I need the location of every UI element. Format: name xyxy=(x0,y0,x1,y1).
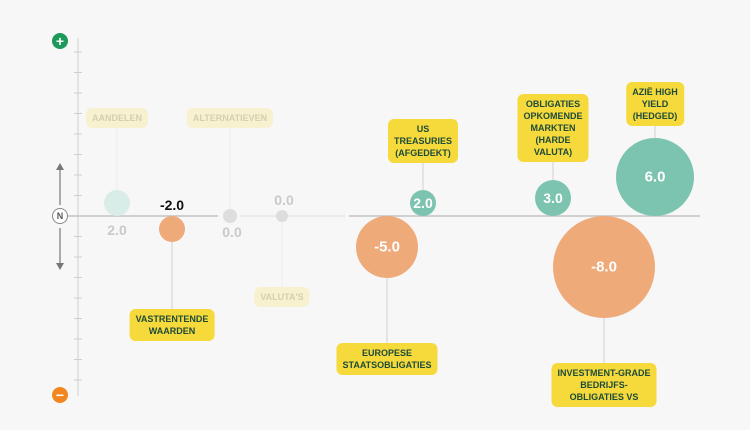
value-label: 3.0 xyxy=(543,190,563,206)
bubble xyxy=(223,209,237,223)
category-label: AZIË HIGH YIELD (HEDGED) xyxy=(626,82,684,126)
category-label: ALTERNATIEVEN xyxy=(186,108,274,128)
value-label: 6.0 xyxy=(644,168,666,186)
down-arrow-icon xyxy=(56,263,64,270)
bubble xyxy=(553,216,655,318)
value-label: -2.0 xyxy=(159,197,185,213)
category-label: AANDELEN xyxy=(85,108,149,128)
category-label: OBLIGATIES OPKOMENDE MARKTEN (HARDE VALU… xyxy=(517,94,589,162)
value-label: 0.0 xyxy=(274,192,294,208)
bubble xyxy=(410,190,436,216)
value-label: 2.0 xyxy=(107,222,127,238)
bubble xyxy=(159,216,185,242)
bubble xyxy=(276,210,288,222)
minus-icon: − xyxy=(52,387,68,403)
bubble xyxy=(616,138,694,216)
up-arrow-icon xyxy=(56,163,64,170)
bubble xyxy=(535,180,571,216)
value-label: -5.0 xyxy=(374,238,400,256)
plus-icon: + xyxy=(52,33,68,49)
category-label: VALUTA'S xyxy=(254,287,310,307)
bubble xyxy=(356,216,418,278)
value-label: 2.0 xyxy=(413,195,433,211)
value-label: -8.0 xyxy=(591,258,617,276)
bubble xyxy=(104,190,130,216)
category-label: US TREASURIES (AFGEDEKT) xyxy=(387,119,459,163)
category-label: INVESTMENT-GRADE BEDRIJFS- OBLIGATIES VS xyxy=(551,363,657,407)
value-label: 0.0 xyxy=(222,224,242,240)
category-label: EUROPESE STAATSOBLIGATIES xyxy=(336,343,438,375)
category-label: VASTRENTENDE WAARDEN xyxy=(129,309,215,341)
neutral-icon: N xyxy=(52,208,68,224)
